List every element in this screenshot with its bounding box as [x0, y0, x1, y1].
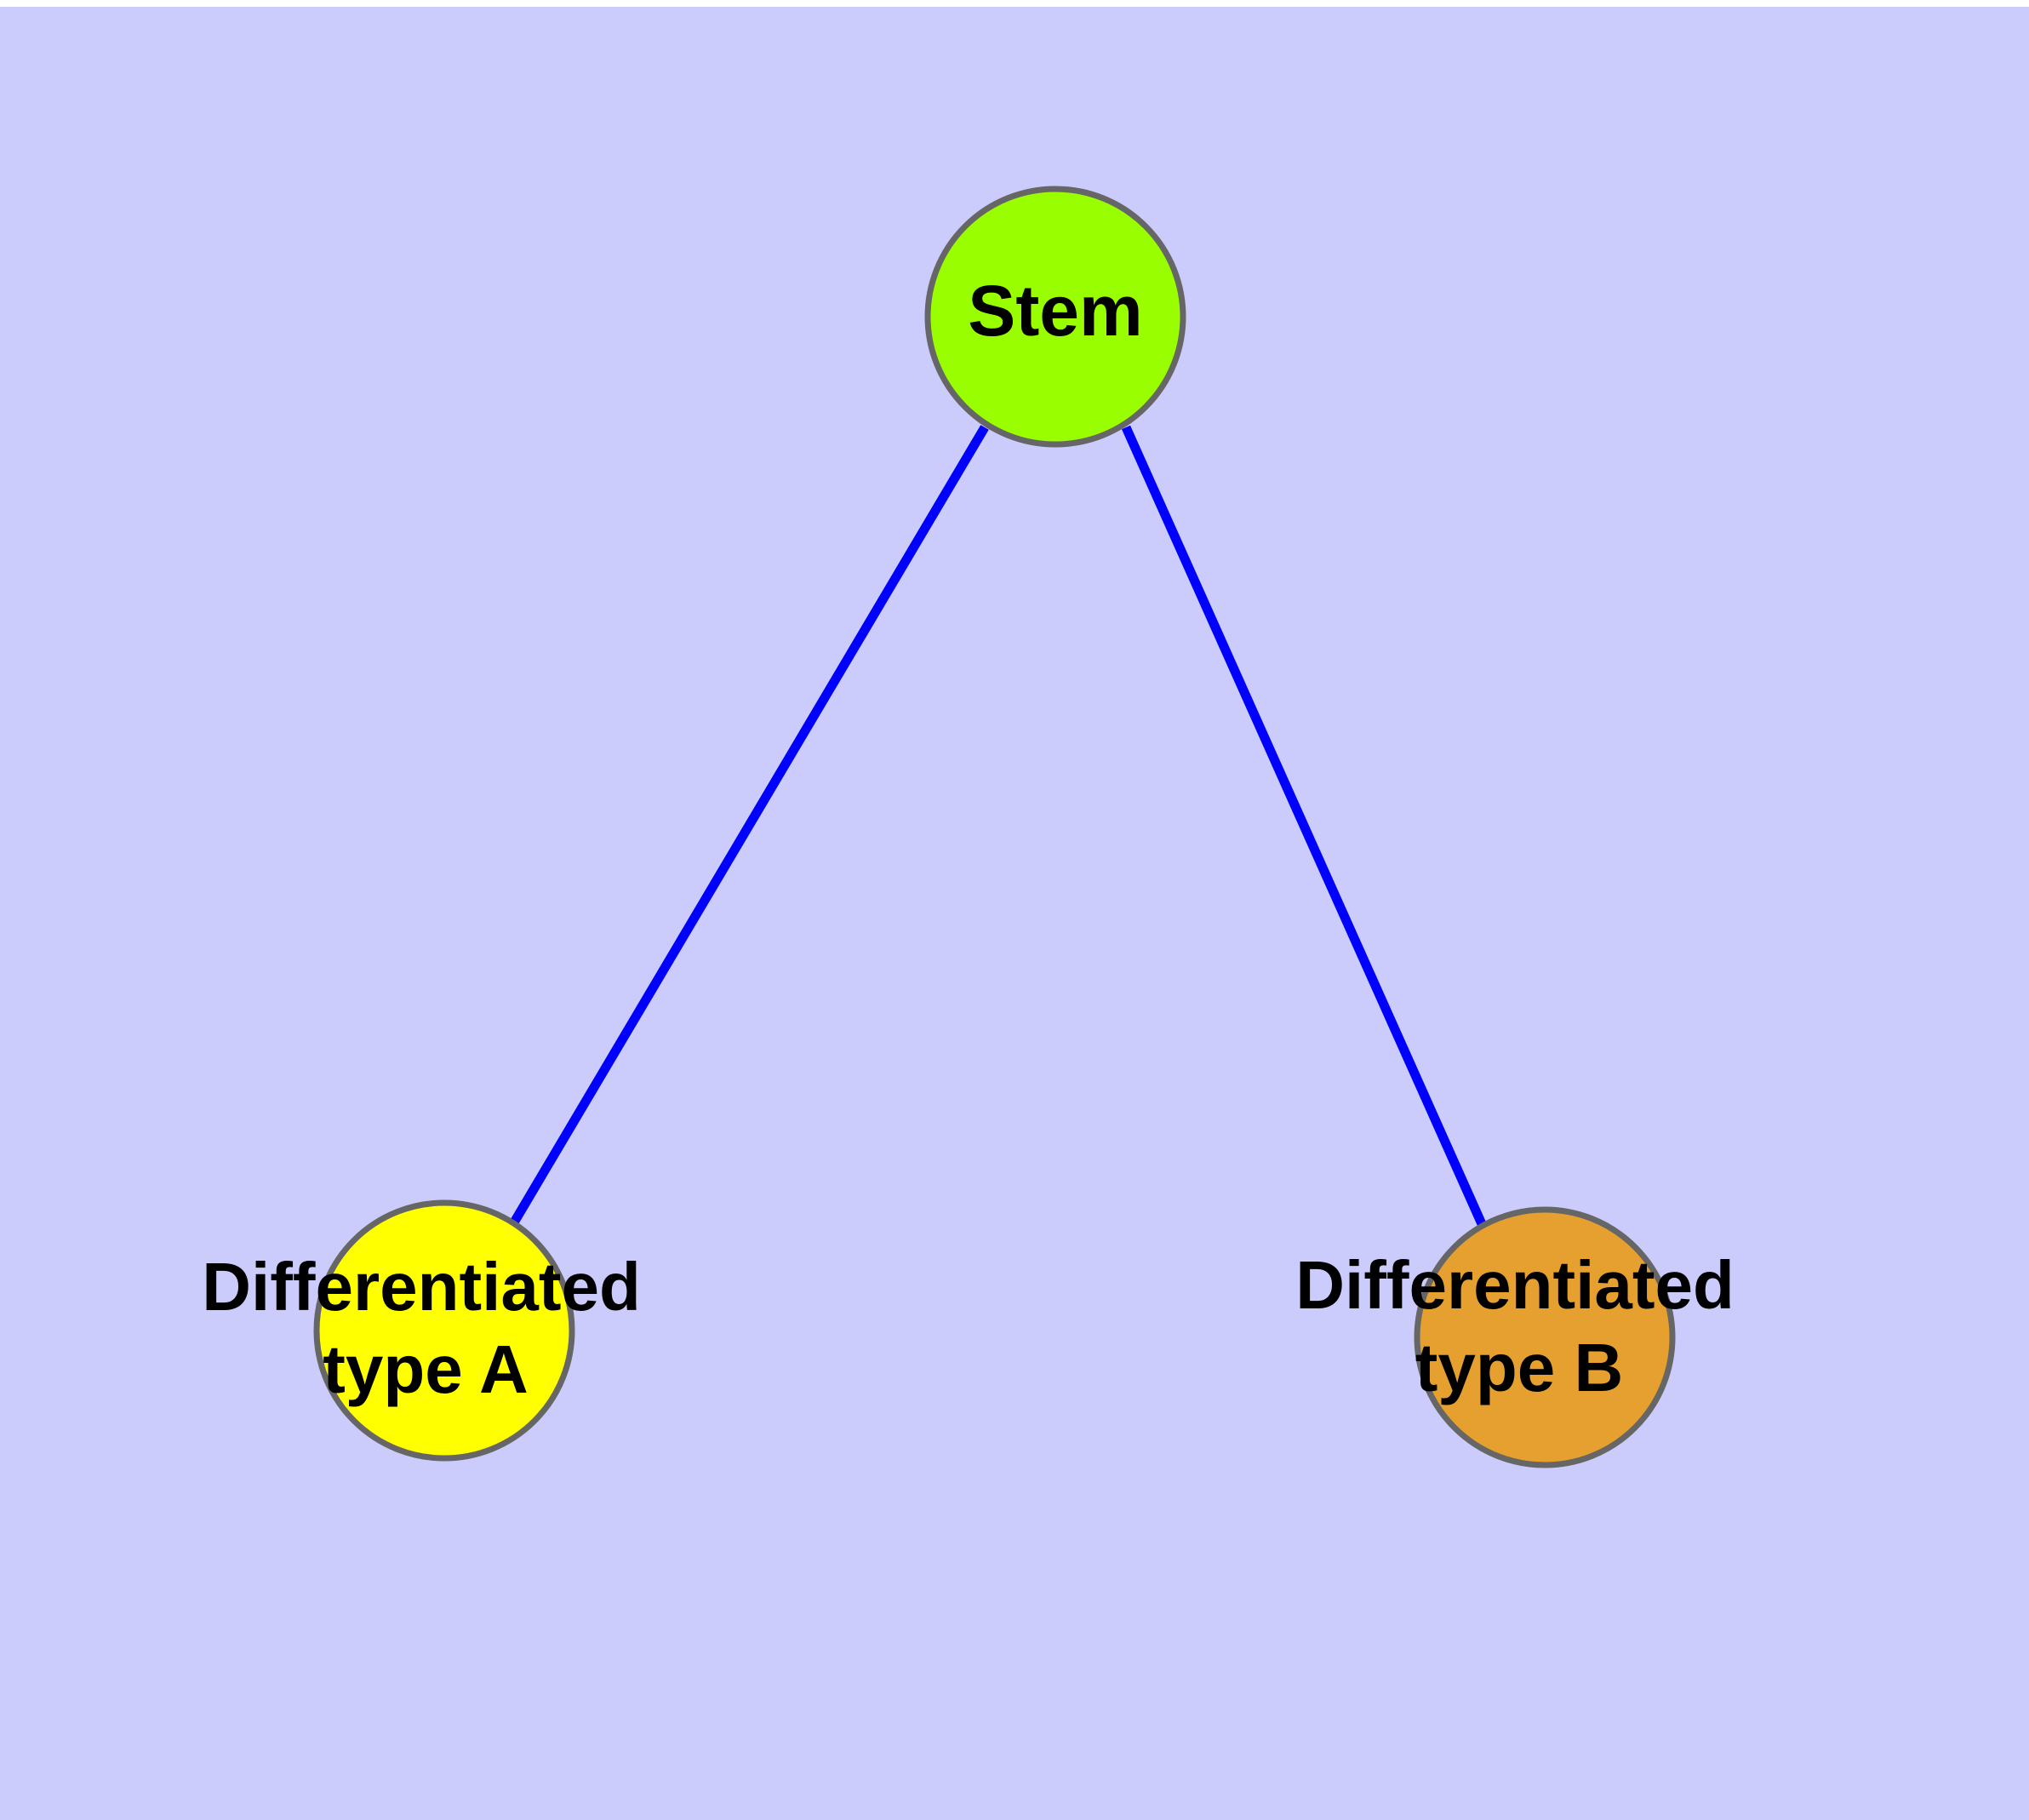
differentiated-type-a-label-line2: type A [323, 1331, 529, 1407]
differentiated-type-b-label-line1: Differentiated [1295, 1247, 1735, 1323]
node-differentiated-type-a[interactable] [313, 1199, 575, 1462]
edge-stem-to-differentiated-type-b[interactable] [1121, 425, 1488, 1228]
cell-lineage-graph: Stem Differentiated type A Differentiate… [202, 186, 1735, 1468]
differentiated-type-a-label-line1: Differentiated [202, 1249, 641, 1325]
node-stem[interactable] [924, 186, 1186, 448]
differentiated-type-a-node-circle[interactable] [313, 1199, 575, 1462]
edge-stem-to-differentiated-type-a[interactable] [510, 425, 989, 1225]
stem-node-circle[interactable] [924, 186, 1186, 448]
diagram-canvas: Stem Differentiated type A Differentiate… [0, 7, 2029, 1820]
differentiated-type-b-node-circle[interactable] [1414, 1206, 1676, 1468]
node-differentiated-type-b[interactable] [1414, 1206, 1676, 1468]
differentiated-type-b-label-line2: type B [1415, 1330, 1624, 1405]
stem-node-label: Stem [968, 271, 1142, 351]
